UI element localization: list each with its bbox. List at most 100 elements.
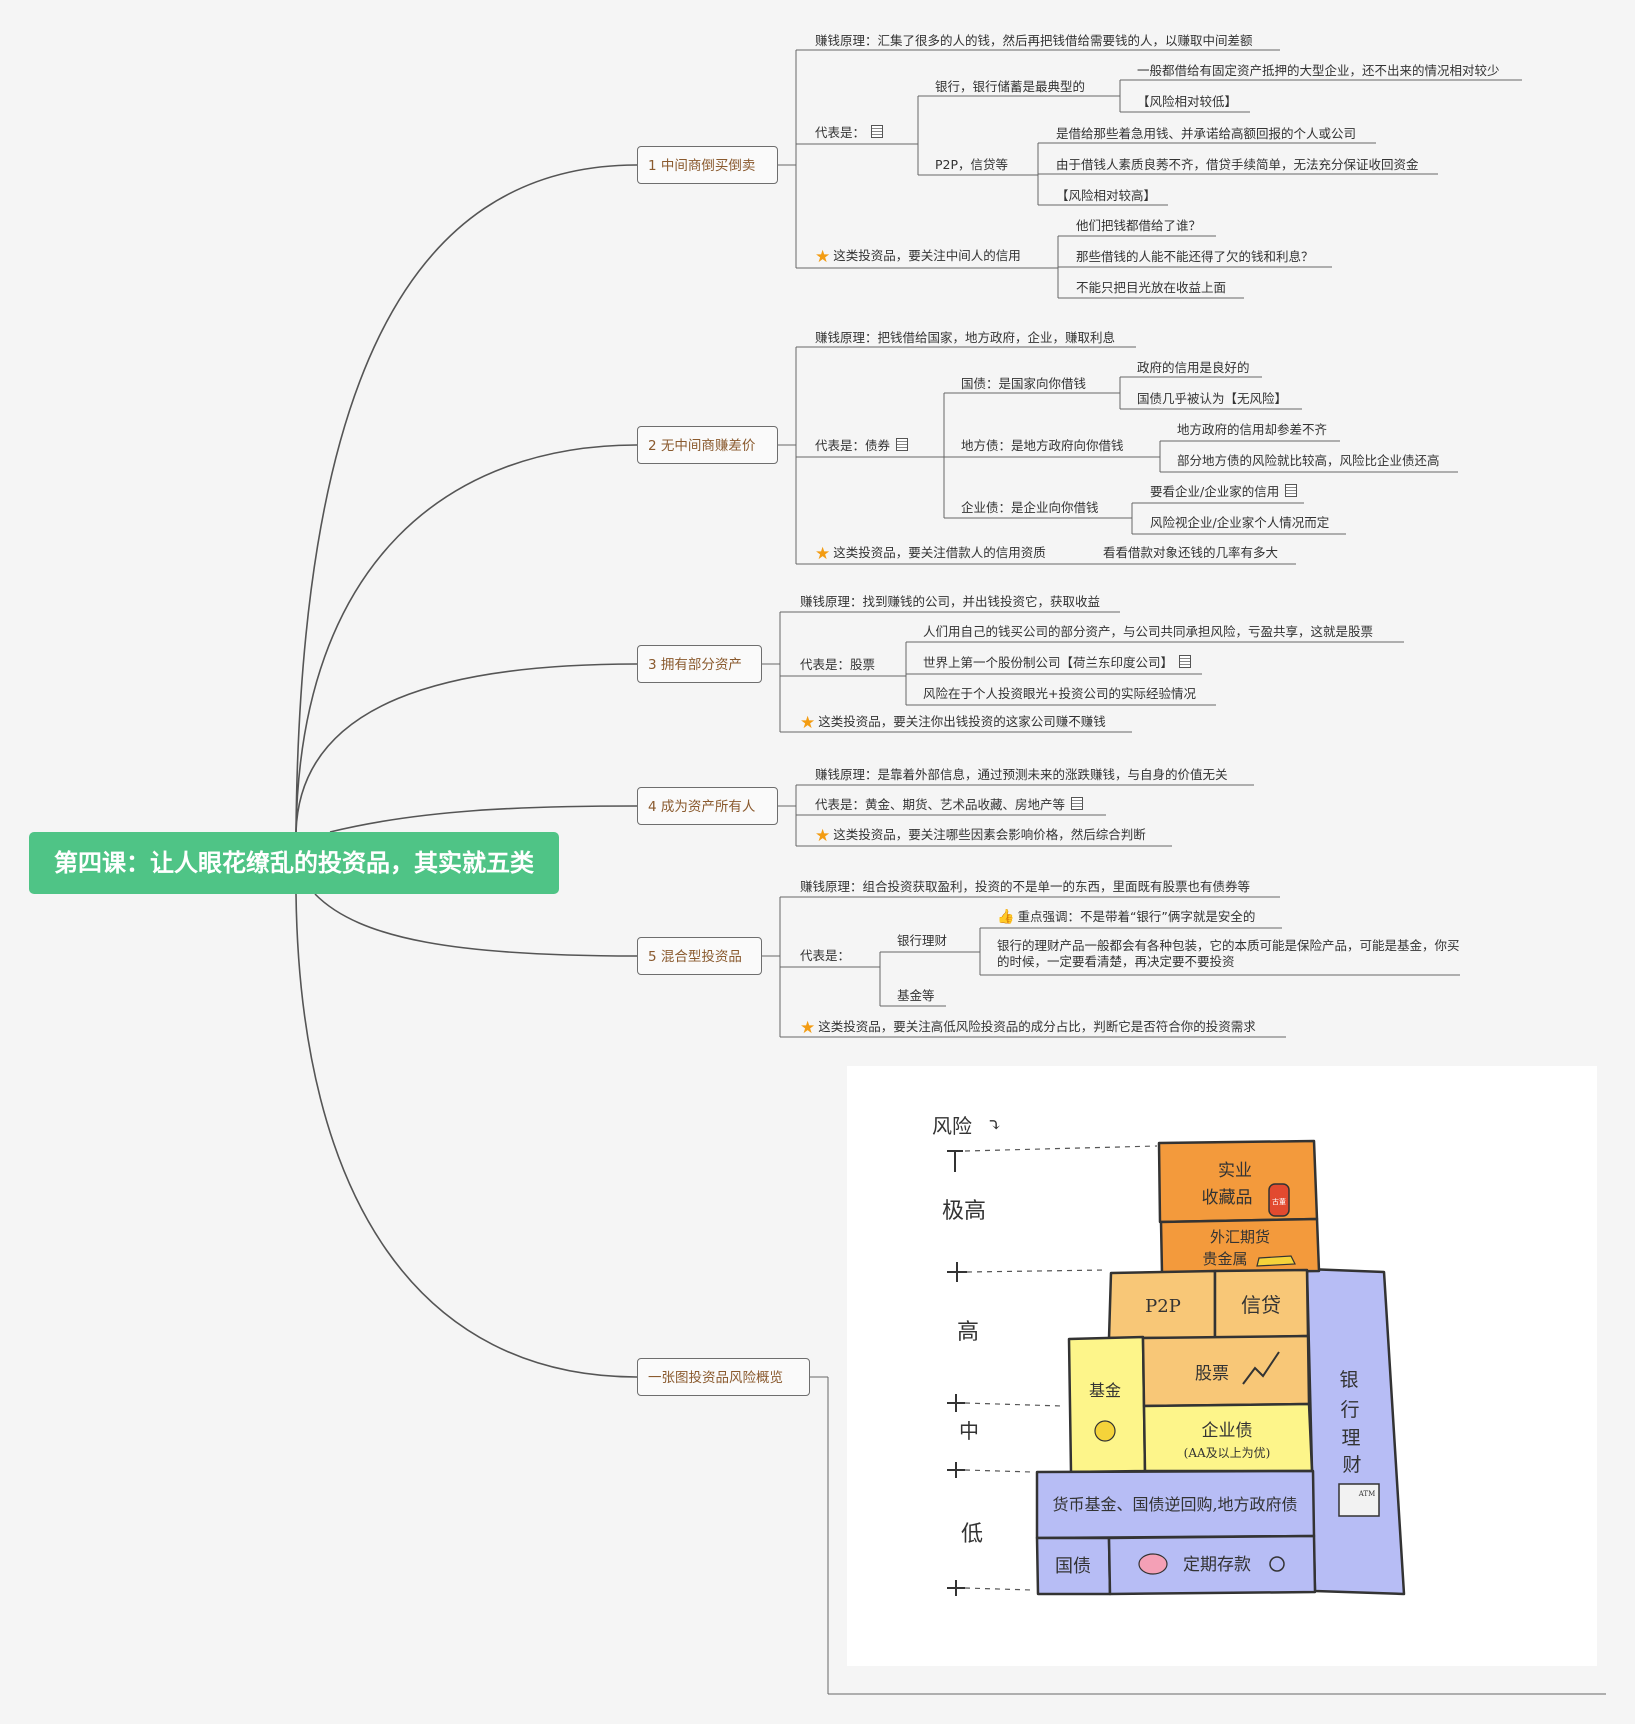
b1-f1[interactable]: 他们把钱都借给了谁？: [1076, 218, 1202, 233]
note-icon[interactable]: [1179, 655, 1192, 668]
label-treasury: 国债: [1055, 1556, 1091, 1577]
label-stock: 股票: [1195, 1364, 1229, 1384]
fund-block: [1067, 1335, 1147, 1474]
thumbs-up-icon: 👍: [997, 909, 1015, 925]
level-low: 低: [961, 1522, 983, 1547]
b2-df-c1[interactable]: 地方政府的信用却参差不齐: [1177, 422, 1328, 437]
star-icon: ★: [800, 713, 816, 733]
b4-rep-text: 代表是：黄金、期货、艺术品收藏、房地产等: [815, 797, 1066, 812]
b3-focus-text: 这类投资品，要关注你出钱投资的这家公司赚不赚钱: [818, 714, 1106, 729]
risk-pyramid-svg: 风险 ⤵ 极高 高 中 低: [932, 1114, 1406, 1596]
label-bank-wealth-4: 财: [1342, 1454, 1361, 1476]
b2-principle[interactable]: 赚钱原理：把钱借给国家，地方政府，企业，赚取利息: [815, 330, 1116, 345]
label-money-fund: 货币基金、国债逆回购,地方政府债: [1052, 1495, 1297, 1514]
b2-gz[interactable]: 国债：是国家向你借钱: [961, 376, 1087, 391]
b1-p2p[interactable]: P2P，信贷等: [935, 157, 1009, 172]
b1-p2p-c3[interactable]: 【风险相对较高】: [1056, 188, 1157, 203]
b5-lc[interactable]: 银行理财: [897, 933, 948, 948]
gold-bar-icon: [1256, 1255, 1296, 1267]
label-credit: 信贷: [1241, 1293, 1281, 1317]
note-icon[interactable]: [1071, 797, 1084, 810]
b5-lc-c2[interactable]: 银行的理财产品一般都会有各种包装，它的本质可能是保险产品，可能是基金，你买的时候…: [997, 938, 1460, 969]
branch-6-node[interactable]: 一张图投资品风险概览: [637, 1358, 810, 1396]
b2-rep-text: 代表是：债券: [815, 438, 891, 453]
b5-principle[interactable]: 赚钱原理：组合投资获取盈利，投资的不是单一的东西，里面既有股票也有债券等: [800, 879, 1251, 894]
b3-c1[interactable]: 人们用自己的钱买公司的部分资产，与公司共同承担风险，亏盈共享，这就是股票: [923, 624, 1374, 639]
atm-label: ATM: [1358, 1490, 1376, 1498]
b2-focus[interactable]: ★这类投资品，要关注借款人的信用资质: [815, 544, 1046, 564]
label-precious-metals: 贵金属: [1202, 1250, 1247, 1268]
b5-fund[interactable]: 基金等: [897, 988, 935, 1003]
b3-c2-text: 世界上第一个股份制公司【荷兰东印度公司】: [923, 655, 1174, 670]
label-fund: 基金: [1089, 1381, 1121, 1400]
level-high: 高: [957, 1320, 979, 1345]
b2-qy-c2[interactable]: 风险视企业/企业家个人情况而定: [1150, 515, 1330, 530]
b5-rep[interactable]: 代表是：: [800, 948, 851, 963]
b4-focus-text: 这类投资品，要关注哪些因素会影响价格，然后综合判断: [833, 827, 1146, 842]
note-icon[interactable]: [1285, 484, 1298, 497]
b5-lc-c1-text: 重点强调：不是带着“银行”俩字就是安全的: [1017, 909, 1256, 924]
b1-focus[interactable]: ★这类投资品，要关注中间人的信用: [815, 247, 1021, 267]
branch-1-node[interactable]: 1 中间商倒买倒卖: [637, 146, 778, 184]
b4-rep[interactable]: 代表是：黄金、期货、艺术品收藏、房地产等: [815, 797, 1084, 813]
b5-lc-c1[interactable]: 👍重点强调：不是带着“银行”俩字就是安全的: [997, 909, 1255, 925]
antique-bottle-icon: [1268, 1183, 1290, 1217]
level-very-high: 极高: [942, 1199, 986, 1224]
b1-p2p-c2[interactable]: 由于借钱人素质良莠不齐，借贷手续简单，无法充分保证收回资金: [1056, 157, 1419, 172]
industry-collectibles-block: [1157, 1139, 1319, 1224]
b4-focus[interactable]: ★这类投资品，要关注哪些因素会影响价格，然后综合判断: [815, 826, 1146, 846]
label-bank-wealth-3: 理: [1341, 1427, 1360, 1449]
b3-focus[interactable]: ★这类投资品，要关注你出钱投资的这家公司赚不赚钱: [800, 713, 1106, 733]
label-corporate-bond-note: (AA及以上为优): [1184, 1446, 1271, 1460]
level-mid: 中: [959, 1419, 979, 1443]
label-industry: 实业: [1218, 1161, 1252, 1181]
bottle-label: 古董: [1272, 1197, 1286, 1206]
b5-focus[interactable]: ★这类投资品，要关注高低风险投资品的成分占比，判断它是否符合你的投资需求: [800, 1018, 1256, 1038]
branch-5-node[interactable]: 5 混合型投资品: [637, 937, 762, 975]
b2-qy[interactable]: 企业债：是企业向你借钱: [961, 500, 1099, 515]
b2-qy-c1-text: 要看企业/企业家的信用: [1150, 484, 1280, 499]
fixed-deposit-block: [1107, 1534, 1317, 1596]
b2-df-c2[interactable]: 部分地方债的风险就比较高，风险比企业债还高: [1177, 453, 1440, 468]
b1-p2p-c1[interactable]: 是借给那些着急用钱、并承诺给高额回报的个人或公司: [1056, 126, 1357, 141]
b4-principle[interactable]: 赚钱原理：是靠着外部信息，通过预测未来的涨跌赚钱，与自身的价值无关: [815, 767, 1228, 782]
b3-c3[interactable]: 风险在于个人投资眼光+投资公司的实际经验情况: [923, 686, 1196, 701]
b2-focus-text: 这类投资品，要关注借款人的信用资质: [833, 545, 1046, 560]
label-fixed-deposit: 定期存款: [1183, 1555, 1251, 1575]
coin-icon: [1269, 1556, 1285, 1572]
b2-gz-c2[interactable]: 国债几乎被认为【无风险】: [1137, 391, 1288, 406]
b1-rep[interactable]: 代表是：: [815, 125, 884, 141]
axis-arrow-glyph: ⤵: [987, 1115, 1002, 1136]
b2-gz-c1[interactable]: 政府的信用是良好的: [1137, 360, 1250, 375]
b1-f3[interactable]: 不能只把目光放在收益上面: [1076, 280, 1227, 295]
b2-qy-c1[interactable]: 要看企业/企业家的信用: [1150, 484, 1298, 500]
b3-rep[interactable]: 代表是：股票: [800, 657, 876, 672]
branch-2-node[interactable]: 2 无中间商赚差价: [637, 426, 778, 464]
star-icon: ★: [815, 247, 831, 267]
note-icon[interactable]: [896, 438, 909, 451]
b2-df[interactable]: 地方债：是地方政府向你借钱: [961, 438, 1124, 453]
star-icon: ★: [815, 826, 831, 846]
b2-rep[interactable]: 代表是：债券: [815, 438, 909, 454]
b1-principle[interactable]: 赚钱原理：汇集了很多的人的钱，然后再把钱借给需要钱的人，以赚取中间差额: [815, 33, 1253, 48]
branch-4-node[interactable]: 4 成为资产所有人: [637, 787, 778, 825]
b1-bank[interactable]: 银行，银行储蓄是最典型的: [935, 79, 1086, 94]
label-p2p: P2P: [1145, 1296, 1181, 1317]
star-icon: ★: [815, 544, 831, 564]
label-corporate-bond: 企业债: [1202, 1421, 1253, 1441]
b5-focus-text: 这类投资品，要关注高低风险投资品的成分占比，判断它是否符合你的投资需求: [818, 1019, 1256, 1034]
b1-bank-c1[interactable]: 一般都借给有固定资产抵押的大型企业，还不出来的情况相对较少: [1137, 63, 1500, 78]
b1-f2[interactable]: 那些借钱的人能不能还得了欠的钱和利息？: [1076, 249, 1314, 264]
note-icon[interactable]: [871, 125, 884, 138]
b3-c2[interactable]: 世界上第一个股份制公司【荷兰东印度公司】: [923, 655, 1192, 671]
star-icon: ★: [800, 1018, 816, 1038]
b1-bank-c2[interactable]: 【风险相对较低】: [1137, 94, 1238, 109]
b1-rep-text: 代表是：: [815, 125, 866, 140]
root-topic[interactable]: 第四课：让人眼花缭乱的投资品，其实就五类: [29, 832, 559, 894]
branch-3-node[interactable]: 3 拥有部分资产: [637, 645, 762, 683]
b2-focus-c[interactable]: 看看借款对象还钱的几率有多大: [1103, 545, 1279, 560]
b3-principle[interactable]: 赚钱原理：找到赚钱的公司，并出钱投资它，获取收益: [800, 594, 1101, 609]
label-collectibles: 收藏品: [1202, 1188, 1253, 1208]
